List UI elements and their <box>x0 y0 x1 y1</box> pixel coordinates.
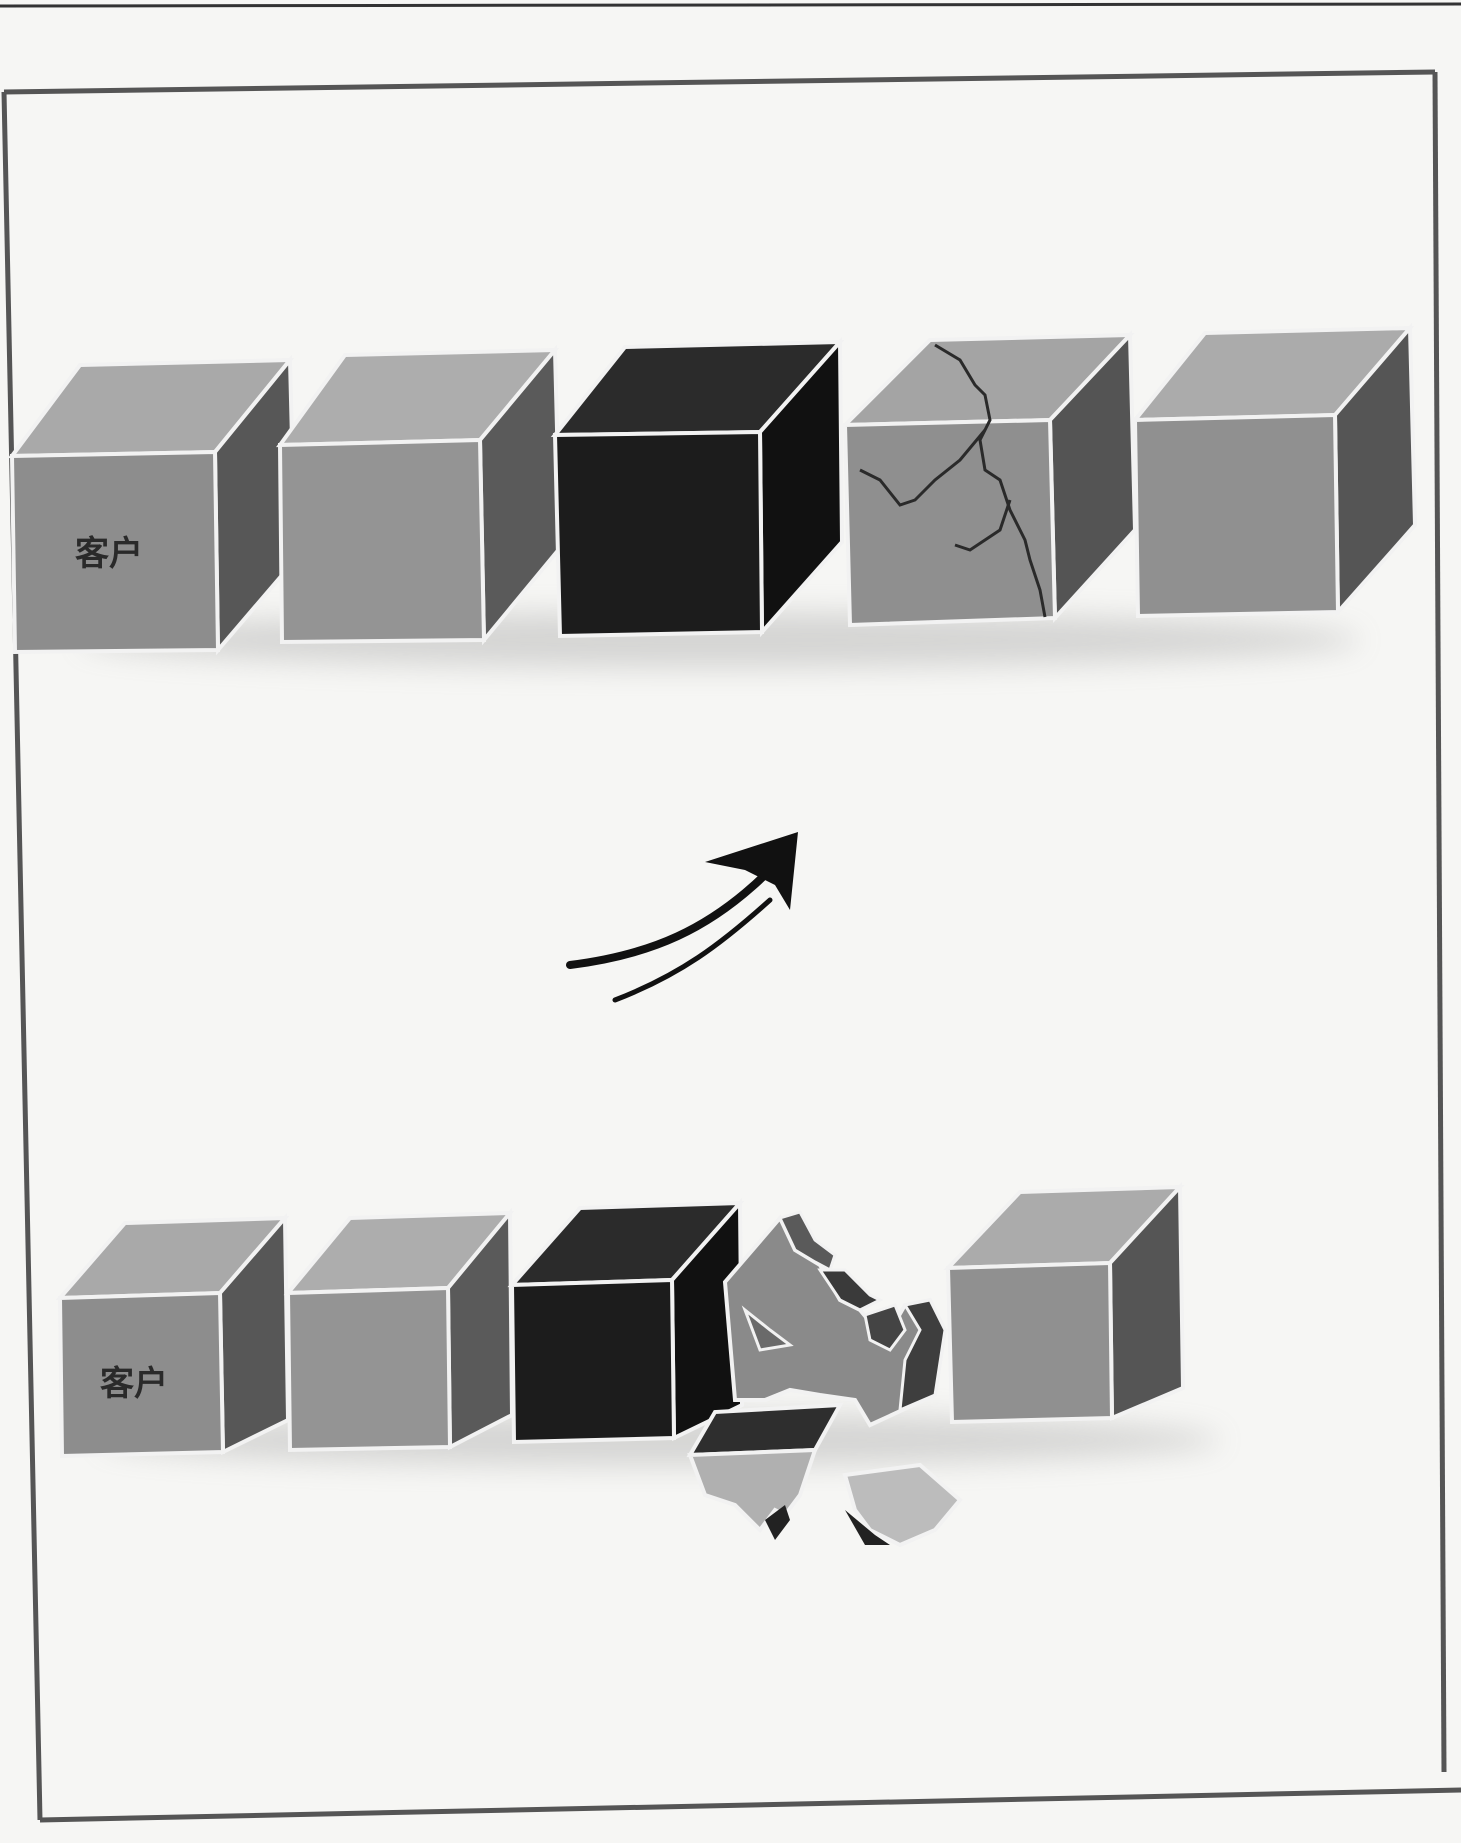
cube-label: 客户 <box>75 534 143 574</box>
figure-frame <box>1 69 1461 1823</box>
cube-dark-top <box>550 336 845 639</box>
cube-client-top: 客户 <box>7 354 298 656</box>
cube-broken-bottom <box>686 1210 963 1548</box>
bottom-cube-row: 客户 <box>55 1181 1220 1548</box>
cube-dark-bottom <box>507 1197 745 1445</box>
top-cube-row: 客户 <box>7 322 1418 668</box>
transition-arrow-icon <box>566 832 798 1003</box>
cube-client-bottom: 客户 <box>55 1212 291 1459</box>
cube-bottom-5 <box>943 1181 1186 1425</box>
cube-cracked-top <box>840 330 1138 628</box>
cube-top-2 <box>276 344 563 646</box>
cube-label: 客户 <box>100 1364 168 1404</box>
cube-bottom-2 <box>283 1207 515 1453</box>
cube-top-5 <box>1130 322 1418 619</box>
